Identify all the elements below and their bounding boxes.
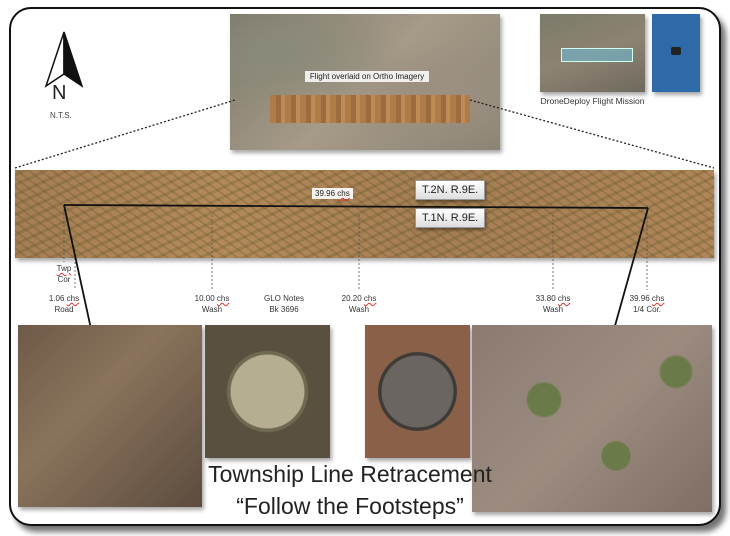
dronedeploy-caption: DroneDeploy Flight Mission — [540, 96, 645, 106]
flight-area-overlay — [270, 95, 470, 123]
drone-in-sky-photo — [652, 14, 700, 92]
title-line-1: Township Line Retracement — [208, 461, 492, 487]
slide-title: Township Line Retracement “Follow the Fo… — [200, 458, 500, 522]
surveyor-corner-photo — [18, 325, 202, 507]
ortho-imagery-photo — [230, 14, 500, 150]
zoom-dotted-lines — [14, 99, 715, 169]
north-letter: N — [52, 82, 67, 104]
glo-cap-monument-photo — [365, 325, 470, 458]
aerial-strip-photo — [15, 170, 714, 258]
township-south-label: T.1N. R.9E. — [415, 208, 486, 228]
township-north-label: T.2N. R.9E. — [415, 180, 486, 200]
flight-path-overlay — [561, 48, 633, 62]
north-arrow-icon — [44, 31, 84, 88]
quarter-corner-aerial-photo — [472, 325, 712, 512]
brass-cap-monument-photo — [205, 325, 330, 458]
distance-label: 39.96 chs — [312, 188, 353, 199]
ortho-caption: Flight overlaid on Ortho Imagery — [305, 71, 429, 82]
title-line-2: “Follow the Footsteps” — [236, 493, 464, 519]
scale-note: N.T.S. — [50, 111, 72, 120]
drone-icon — [671, 47, 681, 55]
station-tick-lines — [63, 205, 648, 290]
